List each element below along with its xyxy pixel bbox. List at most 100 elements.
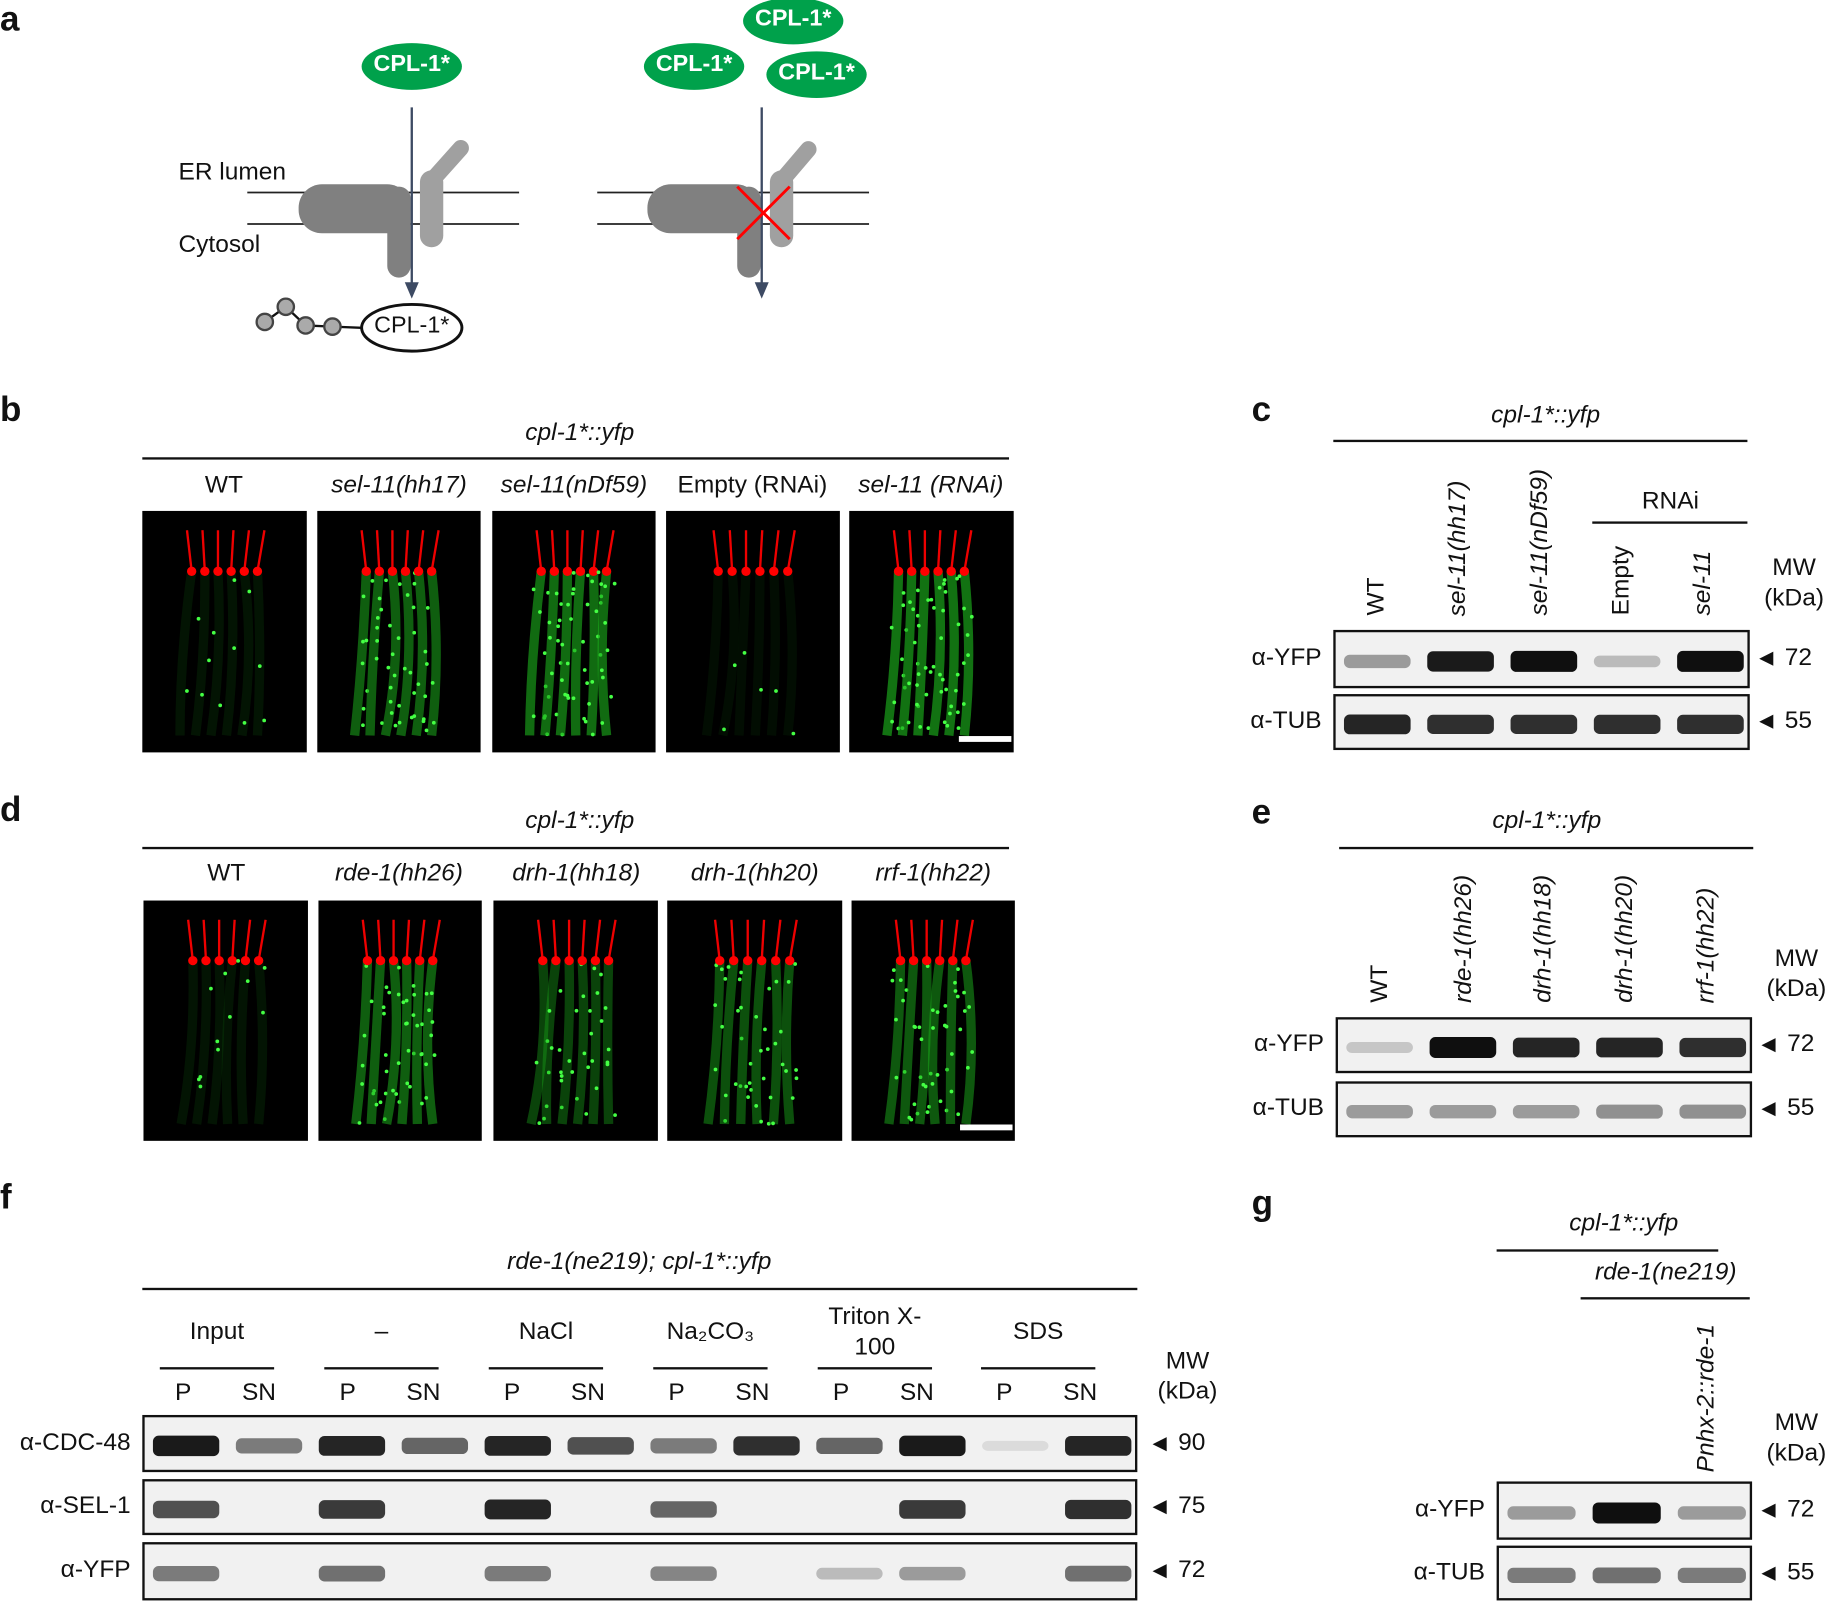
gfp-puncta	[736, 1008, 740, 1013]
gut-signal	[588, 960, 601, 1125]
gut-signal	[928, 570, 946, 737]
gfp-puncta	[931, 1026, 935, 1030]
gfp-puncta	[560, 678, 564, 682]
gfp-puncta	[957, 574, 962, 579]
band	[1593, 714, 1661, 735]
gfp-puncta	[966, 1065, 970, 1070]
neuron-process	[185, 530, 193, 572]
genotype-title: rde-1(ne219); cpl-1*::yfp	[507, 1248, 772, 1275]
gfp-puncta	[931, 664, 936, 669]
gfp-puncta	[739, 1036, 744, 1041]
neuron-process	[594, 919, 602, 961]
gfp-puncta	[961, 661, 966, 666]
gfp-puncta	[420, 1052, 424, 1056]
micrograph	[143, 900, 308, 1141]
fraction-group-label: Na₂CO₃	[666, 1318, 755, 1345]
gfp-puncta	[590, 732, 595, 737]
gfp-puncta	[786, 979, 791, 984]
gfp-puncta	[962, 990, 966, 995]
gfp-puncta	[565, 661, 570, 666]
lane-label: WT	[204, 471, 244, 499]
gfp-puncta	[733, 1082, 738, 1086]
arrowhead-icon: ◀	[1152, 1496, 1167, 1517]
gut-signal	[221, 571, 238, 737]
gfp-puncta	[388, 685, 393, 690]
lane-label: WT	[1362, 577, 1390, 616]
lane-label: drh-1(hh20)	[1610, 875, 1638, 1004]
micrograph	[317, 510, 481, 753]
title-rule	[142, 457, 1010, 460]
gfp-puncta	[223, 971, 228, 976]
gfp-puncta	[405, 1021, 409, 1026]
neuron-red	[959, 566, 970, 576]
gfp-puncta	[771, 1121, 775, 1126]
fraction-group-label: –	[374, 1318, 389, 1345]
group-rule	[653, 1367, 768, 1370]
gut-signal	[751, 960, 767, 1125]
neuron-red	[920, 566, 930, 576]
gfp-puncta	[794, 1076, 799, 1081]
arrow-left	[404, 107, 419, 299]
gfp-puncta	[739, 1005, 743, 1010]
neuron-red	[253, 955, 264, 966]
gfp-puncta	[431, 720, 436, 725]
gfp-puncta	[397, 582, 402, 586]
gfp-puncta	[585, 602, 590, 607]
gfp-puncta	[938, 1099, 943, 1104]
gfp-puncta	[942, 582, 946, 586]
neuron-process	[535, 530, 543, 572]
gfp-puncta	[550, 671, 554, 676]
gfp-puncta	[546, 1070, 551, 1075]
gfp-puncta	[558, 989, 563, 993]
fraction-group-label: NaCl	[518, 1318, 574, 1345]
neuron-red	[895, 955, 906, 966]
gfp-puncta	[402, 666, 407, 671]
gfp-puncta	[930, 1008, 935, 1013]
gfp-puncta	[583, 719, 588, 724]
substrate-label: CPL-1*	[754, 5, 832, 32]
gfp-puncta	[571, 696, 576, 701]
gfp-puncta	[901, 591, 906, 595]
gfp-puncta	[589, 1031, 594, 1036]
band	[1677, 1506, 1746, 1520]
gfp-puncta	[218, 703, 223, 708]
neuron-red	[601, 566, 612, 576]
gfp-puncta	[375, 615, 380, 620]
partner-right	[769, 141, 817, 248]
gfp-puncta	[958, 1027, 963, 1032]
rnai-rule	[1592, 521, 1748, 524]
lane-label: Empty (RNAi)	[677, 471, 828, 499]
band	[982, 1440, 1049, 1451]
band	[1427, 714, 1494, 735]
genotype-title: cpl-1*::yfp	[1491, 401, 1601, 429]
gfp-puncta	[423, 694, 428, 699]
gfp-puncta	[375, 639, 379, 643]
gfp-puncta	[942, 720, 947, 725]
gfp-puncta	[791, 731, 796, 736]
gfp-puncta	[945, 723, 950, 728]
neuron-red	[575, 566, 586, 576]
gfp-puncta	[574, 1008, 579, 1013]
gfp-puncta	[360, 1082, 364, 1086]
gfp-puncta	[925, 1110, 930, 1115]
gfp-puncta	[588, 1009, 592, 1013]
gfp-puncta	[606, 1047, 611, 1052]
gfp-puncta	[953, 989, 958, 993]
gfp-puncta	[411, 605, 416, 610]
gfp-puncta	[744, 1084, 749, 1089]
gfp-puncta	[548, 635, 552, 640]
gfp-puncta	[393, 723, 398, 728]
title-rule	[142, 846, 1010, 850]
blot-strip	[142, 1542, 1138, 1601]
mw-marker: 72	[1784, 643, 1812, 671]
gfp-puncta	[200, 692, 204, 697]
neuron-red	[893, 566, 904, 576]
gut-signal	[351, 960, 373, 1125]
gfp-puncta	[211, 630, 216, 635]
gfp-puncta	[955, 672, 960, 677]
substrate-label: CPL-1*	[373, 51, 451, 77]
gfp-puncta	[901, 603, 906, 608]
neuron-red	[201, 955, 211, 966]
neuron-process	[936, 530, 942, 572]
partner-left	[419, 139, 469, 248]
